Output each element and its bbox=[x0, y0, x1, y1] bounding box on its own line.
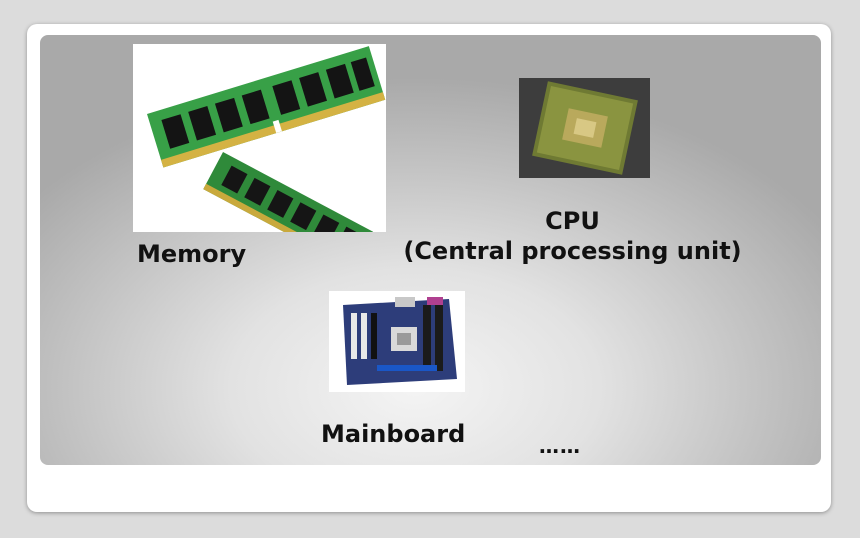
mainboard-label: Mainboard bbox=[321, 420, 466, 448]
memory-label: Memory bbox=[137, 240, 247, 268]
more-items-ellipsis: …… bbox=[539, 434, 581, 458]
ram-module-illustration bbox=[147, 46, 386, 232]
cpu-label-full: (Central processing unit) bbox=[403, 237, 742, 265]
cpu-label-short: CPU bbox=[545, 207, 600, 235]
ram-module-icon bbox=[133, 44, 386, 232]
cpu-chip-illustration bbox=[519, 78, 650, 178]
motherboard-icon bbox=[329, 291, 465, 392]
cpu-label: CPU (Central processing unit) bbox=[400, 206, 745, 266]
cpu-chip-icon bbox=[519, 78, 650, 178]
motherboard-illustration bbox=[329, 291, 465, 392]
